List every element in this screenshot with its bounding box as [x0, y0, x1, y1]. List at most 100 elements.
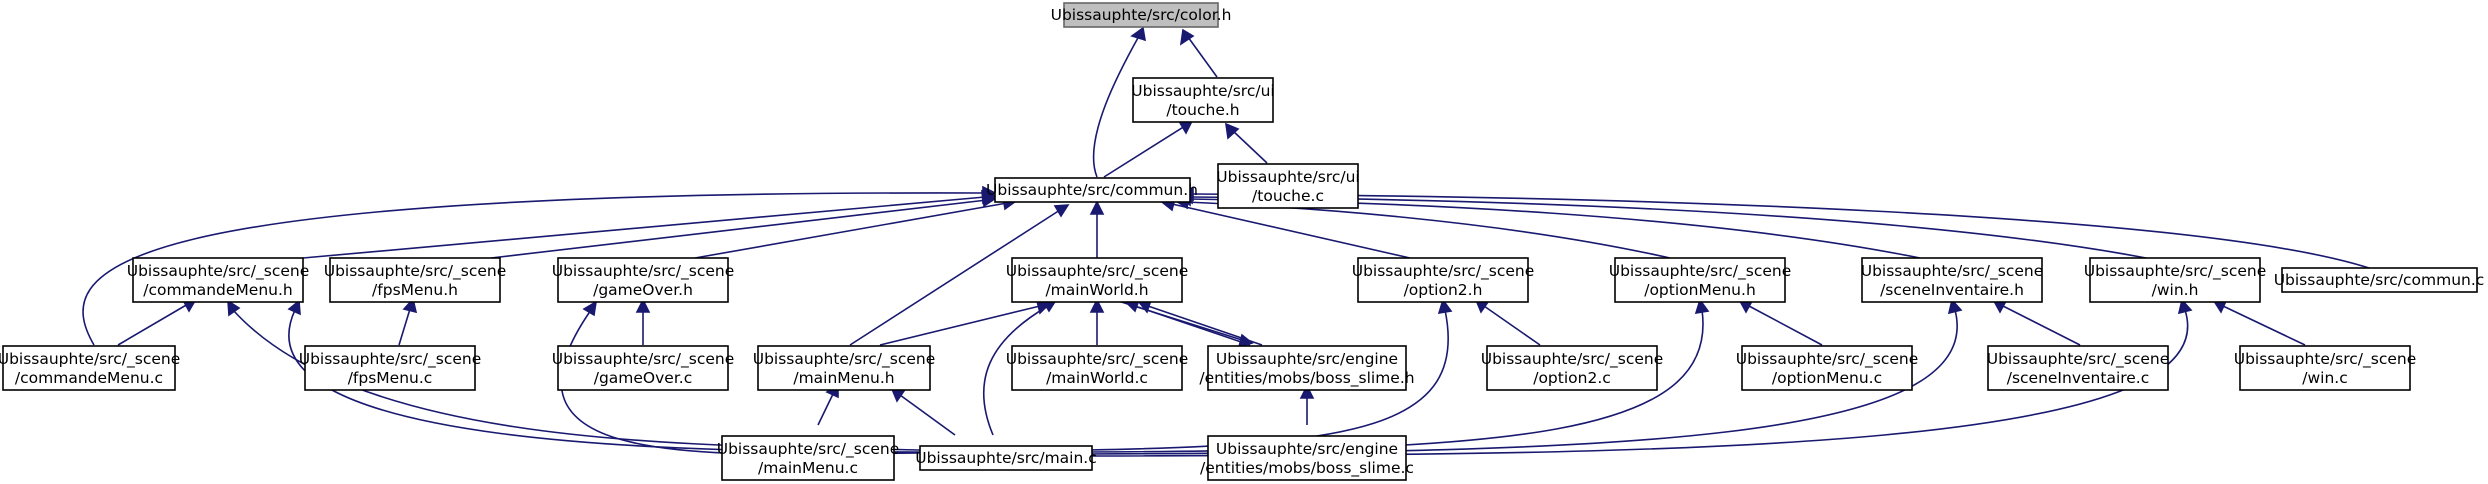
edge-mainworld-h-to-commun-h: [1089, 200, 1105, 258]
svg-text:Ubissauphte/src/_scene: Ubissauphte/src/_scene: [1861, 262, 2044, 281]
node-optionmenu-c[interactable]: Ubissauphte/src/_scene /optionMenu.c: [1736, 345, 1919, 391]
node-main-c[interactable]: Ubissauphte/src/main.c: [915, 445, 1097, 471]
svg-text:Ubissauphte/src/ui: Ubissauphte/src/ui: [1131, 82, 1274, 100]
svg-text:/optionMenu.c: /optionMenu.c: [1772, 369, 1882, 387]
svg-text:Ubissauphte/src/_scene: Ubissauphte/src/_scene: [717, 440, 900, 459]
edge-gameover-c-to-gameover-h: [635, 298, 651, 345]
node-commandemenu-c[interactable]: Ubissauphte/src/_scene /commandeMenu.c: [0, 345, 180, 391]
node-mainworld-h[interactable]: Ubissauphte/src/_scene /mainWorld.h: [1006, 257, 1189, 303]
svg-text:Ubissauphte/src/_scene: Ubissauphte/src/_scene: [324, 262, 507, 281]
node-option2-h[interactable]: Ubissauphte/src/_scene /option2.h: [1352, 257, 1535, 303]
svg-text:/commandeMenu.c: /commandeMenu.c: [15, 369, 163, 387]
node-color-h[interactable]: Ubissauphte/src/color.h: [1051, 2, 1232, 28]
svg-text:/optionMenu.h: /optionMenu.h: [1644, 281, 1756, 299]
svg-text:/sceneInventaire.c: /sceneInventaire.c: [2007, 369, 2150, 387]
edge-win-c-to-win-h: [2212, 300, 2306, 346]
svg-text:/option2.h: /option2.h: [1404, 281, 1483, 299]
svg-text:Ubissauphte/src/_scene: Ubissauphte/src/_scene: [1987, 350, 2170, 369]
svg-text:Ubissauphte/src/_scene: Ubissauphte/src/_scene: [2234, 350, 2417, 369]
svg-text:/sceneInventaire.h: /sceneInventaire.h: [1880, 281, 2024, 299]
svg-text:Ubissauphte/src/_scene: Ubissauphte/src/_scene: [1736, 350, 1919, 369]
edge-fpsmenu-c-to-fpsmenu-h: [398, 297, 418, 346]
svg-text:Ubissauphte/src/_scene: Ubissauphte/src/_scene: [0, 350, 180, 369]
svg-text:Ubissauphte/src/_scene: Ubissauphte/src/_scene: [552, 262, 735, 281]
node-win-c[interactable]: Ubissauphte/src/_scene /win.c: [2234, 345, 2417, 391]
svg-text:/mainWorld.c: /mainWorld.c: [1046, 369, 1148, 387]
edge-touche-h-to-color-h: [1179, 28, 1218, 78]
node-gameover-c[interactable]: Ubissauphte/src/_scene /gameOver.c: [552, 345, 735, 391]
svg-text:Ubissauphte/src/_scene: Ubissauphte/src/_scene: [1609, 262, 1792, 281]
node-color-h-label: Ubissauphte/src/color.h: [1051, 6, 1232, 24]
svg-text:/entities/mobs/boss_slime.c: /entities/mobs/boss_slime.c: [1200, 459, 1414, 478]
node-win-h[interactable]: Ubissauphte/src/_scene /win.h: [2084, 257, 2267, 303]
edge-touche-c-to-touche-h: [1225, 122, 1268, 164]
svg-text:/mainWorld.h: /mainWorld.h: [1045, 281, 1148, 299]
svg-text:Ubissauphte/src/_scene: Ubissauphte/src/_scene: [1006, 262, 1189, 281]
node-commun-c[interactable]: Ubissauphte/src/commun.c: [2274, 267, 2485, 293]
edge-commandemenu-c-to-commun-h: [82, 185, 997, 346]
svg-text:Ubissauphte/src/_scene: Ubissauphte/src/_scene: [2084, 262, 2267, 281]
node-sceneinventaire-c[interactable]: Ubissauphte/src/_scene /sceneInventaire.…: [1987, 345, 2170, 391]
svg-text:Ubissauphte/src/commun.c: Ubissauphte/src/commun.c: [2274, 271, 2485, 289]
svg-text:/commandeMenu.h: /commandeMenu.h: [143, 281, 292, 299]
svg-text:Ubissauphte/src/_scene: Ubissauphte/src/_scene: [1352, 262, 1535, 281]
svg-text:/mainMenu.h: /mainMenu.h: [793, 369, 894, 387]
edge-mainworld-c-to-mainworld-h: [1089, 298, 1105, 345]
node-mainmenu-c[interactable]: Ubissauphte/src/_scene /mainMenu.c: [717, 435, 900, 481]
edge-option2-c-to-option2-h: [1474, 298, 1541, 346]
node-fpsmenu-c[interactable]: Ubissauphte/src/_scene /fpsMenu.c: [299, 345, 482, 391]
edge-boss-slime-c-to-boss-slime-h: [1299, 384, 1315, 425]
edge-commun-h-to-touche-h: [1103, 120, 1194, 178]
edge-commun-h-to-color-h: [1092, 26, 1147, 178]
svg-text:Ubissauphte/src/engine: Ubissauphte/src/engine: [1216, 350, 1398, 368]
svg-text:/mainMenu.c: /mainMenu.c: [758, 459, 858, 477]
svg-text:/fpsMenu.h: /fpsMenu.h: [372, 281, 458, 299]
edge-fpsmenu-h-to-commun-h: [490, 192, 998, 259]
svg-text:/win.c: /win.c: [2302, 369, 2347, 387]
svg-text:Ubissauphte/src/_scene: Ubissauphte/src/_scene: [1006, 350, 1189, 369]
node-fpsmenu-h[interactable]: Ubissauphte/src/_scene /fpsMenu.h: [324, 257, 507, 303]
node-optionmenu-h[interactable]: Ubissauphte/src/_scene /optionMenu.h: [1609, 257, 1792, 303]
edge-main-c-to-option2-h: [1087, 298, 1453, 451]
svg-text:Ubissauphte/src/_scene: Ubissauphte/src/_scene: [127, 262, 310, 281]
svg-text:Ubissauphte/src/_scene: Ubissauphte/src/_scene: [552, 350, 735, 369]
node-boss-slime-h[interactable]: Ubissauphte/src/engine /entities/mobs/bo…: [1199, 345, 1415, 391]
node-mainworld-c[interactable]: Ubissauphte/src/_scene /mainWorld.c: [1006, 345, 1189, 391]
svg-text:Ubissauphte/src/ui: Ubissauphte/src/ui: [1216, 168, 1359, 186]
edge-commun-c-to-commun-h: [1180, 186, 2373, 270]
node-gameover-h[interactable]: Ubissauphte/src/_scene /gameOver.h: [552, 257, 735, 303]
svg-text:/win.h: /win.h: [2152, 281, 2199, 299]
node-sceneinventaire-h[interactable]: Ubissauphte/src/_scene /sceneInventaire.…: [1861, 257, 2044, 303]
svg-text:/gameOver.c: /gameOver.c: [594, 369, 693, 387]
svg-text:/gameOver.h: /gameOver.h: [593, 281, 693, 299]
svg-text:/fpsMenu.c: /fpsMenu.c: [348, 369, 433, 387]
node-option2-c[interactable]: Ubissauphte/src/_scene /option2.c: [1481, 345, 1664, 391]
svg-text:/touche.h: /touche.h: [1166, 101, 1239, 119]
svg-text:Ubissauphte/src/_scene: Ubissauphte/src/_scene: [753, 350, 936, 369]
edge-commandemenu-h-to-commun-h: [302, 189, 997, 259]
node-boss-slime-c[interactable]: Ubissauphte/src/engine /entities/mobs/bo…: [1200, 435, 1414, 481]
edge-mainmenu-c-to-mainmenu-h: [817, 383, 839, 426]
node-touche-c[interactable]: Ubissauphte/src/ui /touche.c: [1216, 163, 1360, 209]
node-mainmenu-h[interactable]: Ubissauphte/src/_scene /mainMenu.h: [753, 345, 936, 391]
svg-text:Ubissauphte/src/_scene: Ubissauphte/src/_scene: [1481, 350, 1664, 369]
node-commandemenu-h[interactable]: Ubissauphte/src/_scene /commandeMenu.h: [127, 257, 310, 303]
node-commun-h[interactable]: Ubissauphte/src/commun.h: [986, 177, 1198, 203]
svg-text:/option2.c: /option2.c: [1533, 369, 1611, 387]
edge-commandemenu-c-to-commandemenu-h: [117, 298, 198, 346]
edge-mainmenu-h-to-mainworld-h: [879, 300, 1052, 346]
svg-text:Ubissauphte/src/commun.h: Ubissauphte/src/commun.h: [986, 181, 1198, 199]
svg-text:/entities/mobs/boss_slime.h: /entities/mobs/boss_slime.h: [1199, 369, 1414, 388]
edge-gameover-h-to-commun-h: [694, 195, 1018, 259]
edge-mainworld-h-to-boss-slime-h: [1114, 299, 1254, 349]
edge-optionmenu-c-to-optionmenu-h: [1738, 300, 1823, 346]
svg-text:/touche.c: /touche.c: [1252, 187, 1324, 205]
svg-text:Ubissauphte/src/engine: Ubissauphte/src/engine: [1216, 440, 1398, 458]
svg-text:Ubissauphte/src/_scene: Ubissauphte/src/_scene: [299, 350, 482, 369]
svg-text:Ubissauphte/src/main.c: Ubissauphte/src/main.c: [915, 449, 1097, 467]
edge-mainmenu-h-to-commun-h: [849, 204, 1070, 346]
node-touche-h[interactable]: Ubissauphte/src/ui /touche.h: [1131, 77, 1275, 123]
edge-sceneinventaire-c-to-sceneinventaire-h: [1992, 300, 2081, 346]
edge-main-c-to-mainmenu-h: [890, 387, 956, 436]
